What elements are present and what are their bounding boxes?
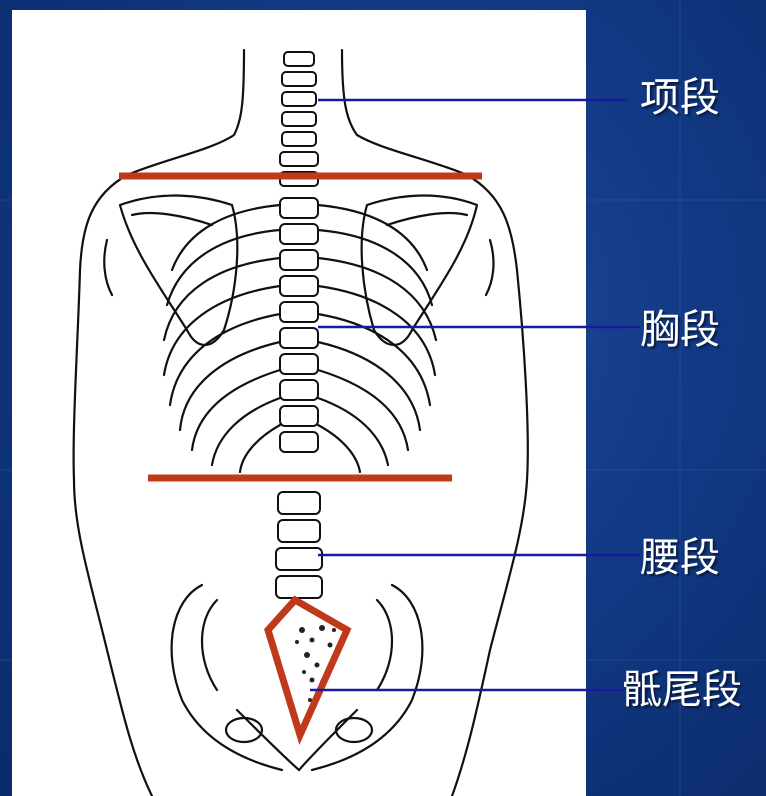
skeleton-figure (12, 10, 586, 796)
label-lumbar: 腰段 (640, 536, 720, 580)
label-cervical: 项段 (640, 76, 720, 120)
spine-skeleton-illustration (12, 10, 586, 796)
sacrum-outline (268, 600, 347, 735)
label-sacrococcygeal: 骶尾段 (622, 668, 742, 712)
label-thoracic: 胸段 (640, 308, 720, 352)
